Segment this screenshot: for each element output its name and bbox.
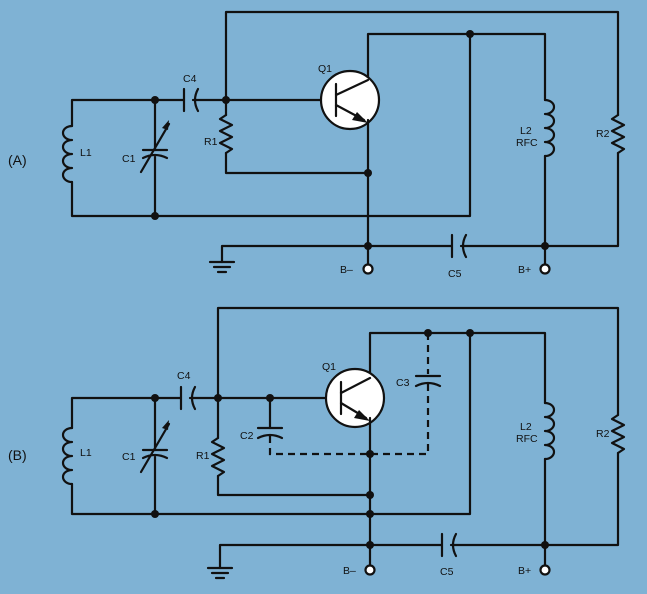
panel-label-a: (A)	[8, 152, 27, 168]
ground-icon-b	[206, 566, 234, 580]
b-plus-terminal-b	[539, 564, 551, 576]
q1-label-a: Q1	[318, 63, 332, 75]
feedback-wire-a	[224, 10, 620, 117]
l1-inductor-a	[61, 124, 74, 184]
r1-label-b: R1	[196, 450, 210, 462]
b-minus-terminal-a	[362, 263, 374, 275]
r2-resistor-a	[610, 113, 626, 155]
b-plus-label-a: B+	[518, 264, 531, 276]
b-minus-label-a: B–	[340, 264, 353, 276]
rfc-label-a: RFC	[516, 137, 538, 149]
r2-label-b: R2	[596, 428, 610, 440]
l2-rfc-inductor-b	[543, 401, 556, 461]
c3-capacitor-b	[414, 374, 442, 388]
r1-resistor-b	[210, 436, 226, 478]
r1-resistor-a	[218, 113, 234, 155]
q1-transistor-b	[324, 367, 386, 429]
ground-wire-a	[220, 244, 370, 264]
l2-rfc-inductor-a	[543, 98, 556, 158]
l1-label-b: L1	[80, 447, 92, 459]
circuit-a: (A) R2 L1 C1 C4 R1	[8, 10, 626, 280]
feedback-wire-b	[216, 306, 620, 417]
junction-dots-b	[151, 329, 549, 549]
b-plus-terminal-a	[539, 263, 551, 275]
rfc-label-b: RFC	[516, 433, 538, 445]
c2-dashed-wire-b	[268, 436, 370, 456]
l1-label-a: L1	[80, 147, 92, 159]
l2-label-b: L2	[520, 421, 532, 433]
r2-resistor-b	[610, 413, 626, 455]
c5-label-a: C5	[448, 268, 462, 280]
ground-wire-b	[218, 543, 372, 570]
c1-label-a: C1	[122, 153, 136, 165]
c1-arrow-b	[139, 422, 171, 474]
c4-label-a: C4	[183, 73, 197, 85]
junction-dots-a	[151, 30, 549, 250]
r1-label-a: R1	[204, 136, 218, 148]
c1-label-b: C1	[122, 451, 136, 463]
b-minus-label-b: B–	[343, 565, 356, 577]
c1-arrow-a	[139, 122, 171, 174]
b-minus-terminal-b	[364, 564, 376, 576]
q1-transistor-a	[319, 69, 381, 131]
l2-label-a: L2	[520, 125, 532, 137]
c2-capacitor-b	[256, 426, 284, 440]
panel-label-b: (B)	[8, 447, 27, 463]
circuit-b: (B) R2 L1 C1 C4 R1 C2	[8, 306, 626, 580]
ground-icon-a	[208, 260, 236, 274]
r2-label-a: R2	[596, 128, 610, 140]
l1-inductor-b	[61, 426, 74, 486]
c3-label-b: C3	[396, 377, 410, 389]
c2-label-b: C2	[240, 430, 254, 442]
c4-label-b: C4	[177, 370, 191, 382]
b-plus-label-b: B+	[518, 565, 531, 577]
q1-label-b: Q1	[322, 361, 336, 373]
c5-label-b: C5	[440, 566, 454, 578]
